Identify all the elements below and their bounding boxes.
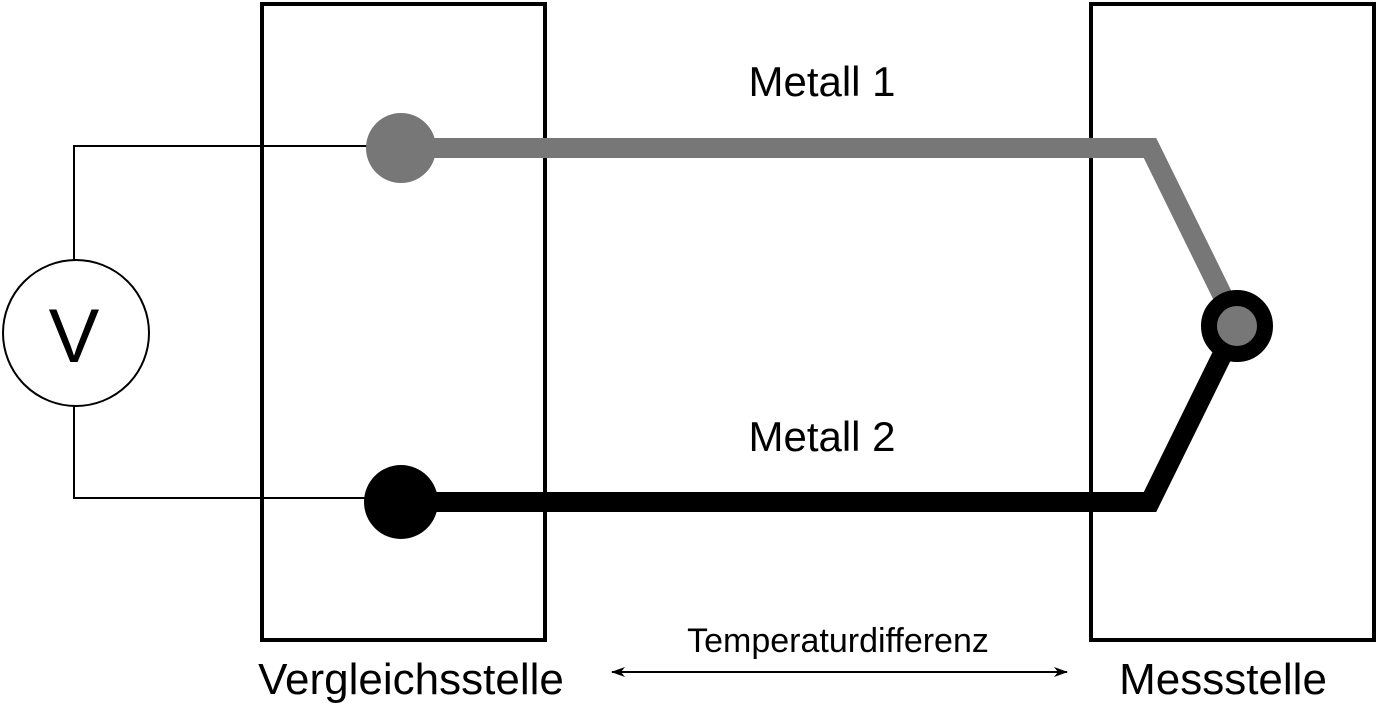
- voltmeter-symbol: [2, 259, 150, 407]
- reference-junction-label: Vergleichsstelle: [258, 655, 564, 704]
- voltmeter-wire-top: [73, 145, 400, 264]
- measuring-junction-box: [1089, 2, 1376, 642]
- metal1-terminal: [366, 113, 436, 183]
- metal2-terminal: [364, 465, 438, 539]
- metal2-wire: [400, 320, 1246, 512]
- measuring-junction-point: [1201, 290, 1273, 362]
- metal1-wire: [400, 138, 1246, 330]
- voltmeter-label: V: [49, 294, 100, 379]
- voltmeter-wire-bottom: [73, 405, 400, 499]
- metal1-label: Metall 1: [748, 58, 895, 105]
- metal2-label: Metall 2: [748, 413, 895, 460]
- measuring-junction-label: Messstelle: [1119, 655, 1327, 704]
- temperature-difference-label: Temperaturdifferenz: [687, 622, 989, 660]
- reference-junction-box: [260, 2, 547, 642]
